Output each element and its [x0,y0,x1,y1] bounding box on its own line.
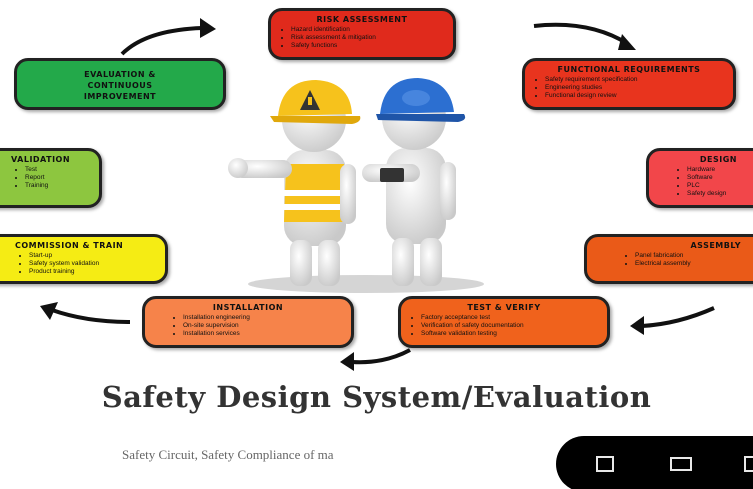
test-verify-box: TEST & VERIFY Factory acceptance test Ve… [398,296,610,348]
installation-bullet: On-site supervision [183,322,343,330]
evaluation-improvement-box: EVALUATION & CONTINUOUS IMPROVEMENT [14,58,226,110]
functional-requirements-title: FUNCTIONAL REQUIREMENTS [557,65,701,74]
assembly-title: ASSEMBLY [690,241,741,250]
page-subtitle: Safety Circuit, Safety Compliance of ma [122,447,334,462]
risk-assessment-box: RISK ASSESSMENT Hazard identification Ri… [268,8,456,60]
commission-train-title: COMMISSION & TRAIN [15,241,124,250]
validation-bullet: Training [25,182,91,190]
assembly-bullet: Panel fabrication [635,252,753,260]
recent-apps-icon[interactable] [596,456,614,472]
page-title: Safety Design System/Evaluation [101,380,652,414]
design-bullet: Safety design [687,190,753,198]
installation-title: INSTALLATION [212,303,284,312]
functional-bullet: Safety requirement specification [545,76,725,84]
functional-bullet: Functional design review [545,92,725,100]
commission-train-box: COMMISSION & TRAIN Start-up Safety syste… [0,234,168,284]
safety-engineers-illustration [228,78,484,293]
installation-bullet: Installation engineering [183,314,343,322]
test-verify-title: TEST & VERIFY [467,303,541,312]
risk-assessment-title: RISK ASSESSMENT [316,15,408,24]
home-icon[interactable] [670,457,692,471]
arrow-bottom-middle-icon [340,348,411,371]
installation-bullet: Installation services [183,330,343,338]
arrow-right-lower-icon [630,306,715,335]
design-bullet: Software [687,174,753,182]
test-bullet: Verification of safety documentation [421,322,599,330]
installation-box: INSTALLATION Installation engineering On… [142,296,354,348]
functional-bullet: Engineering studies [545,84,725,92]
validation-title: VALIDATION [11,155,71,164]
test-bullet: Factory acceptance test [421,314,599,322]
test-bullet: Software validation testing [421,330,599,338]
design-box: DESIGN Hardware Software PLC Safety desi… [646,148,753,208]
commission-bullet: Safety system validation [29,260,157,268]
design-bullet: PLC [687,182,753,190]
validation-bullet: Report [25,174,91,182]
risk-bullet: Risk assessment & mitigation [291,34,445,42]
arrow-top-right-icon [533,22,636,50]
risk-bullet: Safety functions [291,42,445,50]
validation-bullet: Test [25,166,91,174]
evaluation-improvement-title: EVALUATION & CONTINUOUS IMPROVEMENT [83,70,157,101]
assembly-bullet: Electrical assembly [635,260,753,268]
design-bullet: Hardware [687,166,753,174]
risk-bullet: Hazard identification [291,26,445,34]
commission-bullet: Start-up [29,252,157,260]
back-icon[interactable] [744,456,753,472]
commission-bullet: Product training [29,268,157,276]
design-title: DESIGN [699,155,737,164]
arrow-top-left-icon [120,18,216,56]
arrow-bottom-left-icon [40,302,131,324]
assembly-box: ASSEMBLY Panel fabrication Electrical as… [584,234,753,284]
navigation-bar [556,436,753,489]
validation-box: VALIDATION Test Report Training [0,148,102,208]
functional-requirements-box: FUNCTIONAL REQUIREMENTS Safety requireme… [522,58,736,110]
